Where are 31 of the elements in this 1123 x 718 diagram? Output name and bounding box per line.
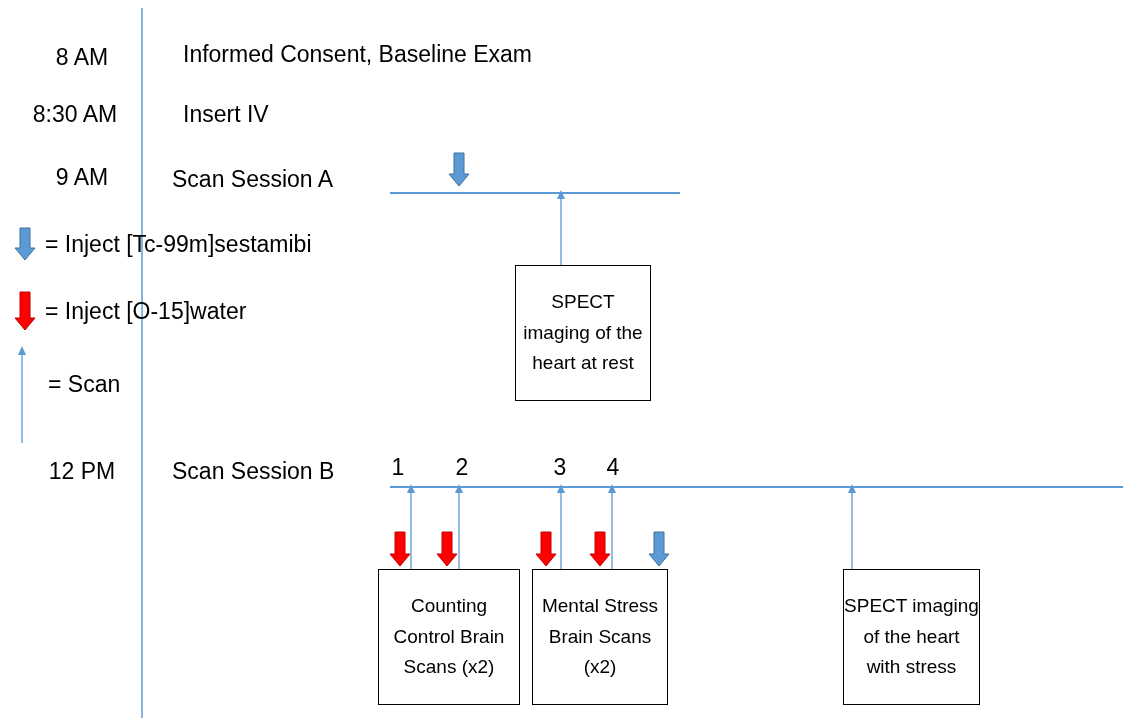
scan-arrow	[848, 484, 856, 570]
box-text: SPECT imaging of the heart at rest	[522, 290, 644, 376]
time-label: 12 PM	[48, 459, 116, 485]
time-label: 8 AM	[55, 45, 109, 71]
timeline	[390, 192, 680, 194]
text-box	[843, 569, 980, 705]
text-box	[532, 569, 668, 705]
text-box	[378, 569, 520, 705]
scan-arrow	[608, 484, 616, 570]
scan-number: 2	[455, 455, 469, 481]
legend-text: = Inject [Tc-99m]sestamibi	[45, 232, 312, 258]
scan-arrow	[455, 484, 463, 570]
timeline	[390, 486, 1123, 488]
legend-text: = Inject [O-15]water	[45, 299, 247, 325]
legend-text: = Scan	[48, 372, 121, 398]
text-box	[515, 265, 651, 401]
scan-arrow	[407, 484, 415, 570]
scan-arrow	[557, 484, 565, 570]
scan-number: 3	[553, 455, 567, 481]
scan-arrow	[557, 190, 565, 266]
box-text: Mental Stress Brain Scans (x2)	[540, 594, 660, 680]
event-label: Insert IV	[183, 102, 269, 128]
time-label: 9 AM	[55, 165, 109, 191]
box-text: Counting Control Brain Scans (x2)	[392, 594, 506, 680]
session-label: Scan Session B	[172, 459, 335, 485]
event-label: Informed Consent, Baseline Exam	[183, 42, 532, 68]
session-label: Scan Session A	[172, 167, 334, 193]
scan-number: 4	[606, 455, 620, 481]
time-label: 8:30 AM	[32, 102, 118, 128]
scan-number: 1	[391, 455, 405, 481]
box-text: SPECT imaging of the heart with stress	[844, 594, 979, 680]
